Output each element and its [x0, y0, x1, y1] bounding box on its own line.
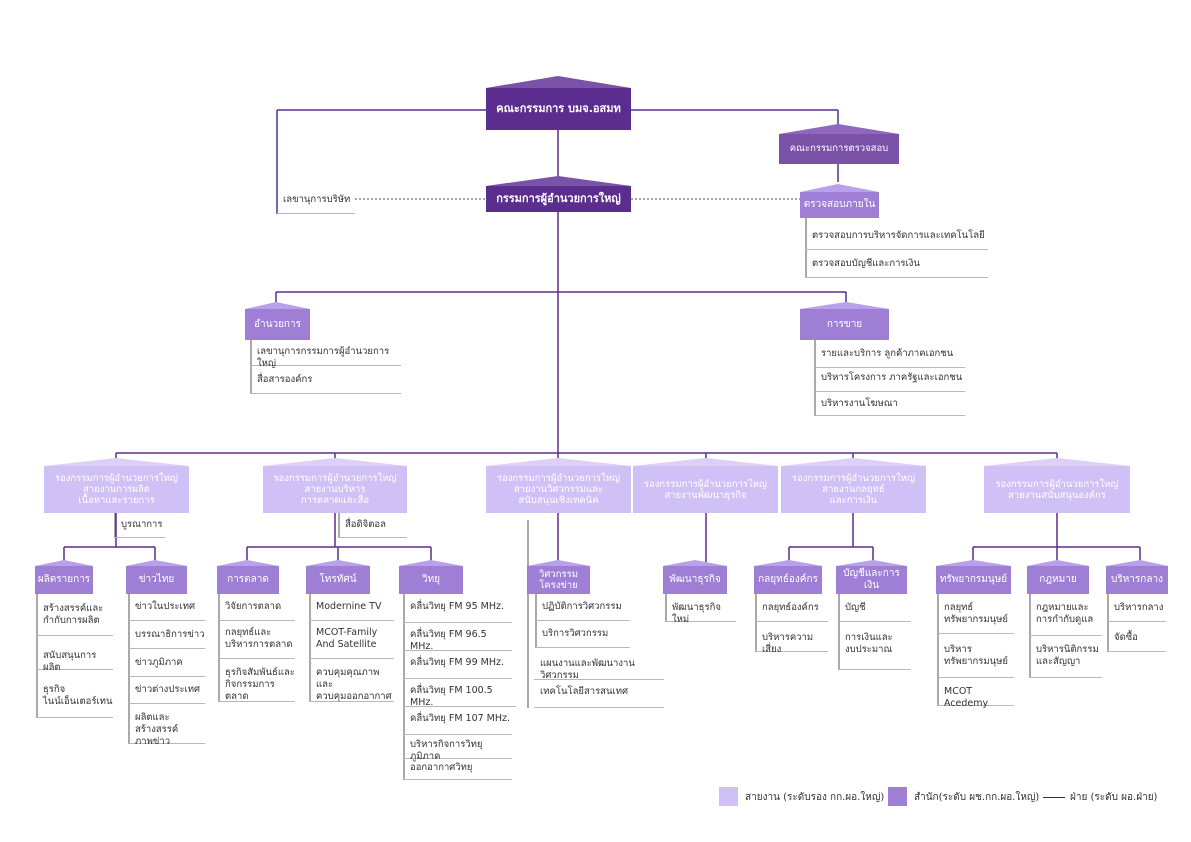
division-item: กลยุทธ์ ทรัพยากรมนุษย์: [938, 602, 1014, 634]
office-finance: บัญชีและการเงิน: [836, 566, 907, 594]
president-box: กรรมการผู้อำนวยการใหญ่: [486, 186, 631, 212]
administration-item: เลขานุการกรรมการผู้อำนวยการใหญ่: [251, 346, 401, 369]
legend-line-label: สายงาน (ระดับรอง กก.ผอ.ใหญ่): [745, 792, 885, 803]
office-bizdev: พัฒนาธุรกิจ: [663, 566, 727, 594]
vp-subitem: บูรณาการ: [115, 519, 165, 538]
division-item: แผนงานและพัฒนางานวิศวกรรม: [534, 658, 664, 681]
office-legal: กฎหมาย: [1027, 566, 1089, 594]
vp-engineering: รองกรรมการผู้อำนวยการใหญ่ สายงานวิศวกรรม…: [486, 466, 631, 513]
division-item: จัดซื้อ: [1108, 632, 1166, 652]
legend-division-swatch: [1043, 797, 1065, 798]
division-item: ธุรกิจสัมพันธ์และ กิจกรรมการตลาด: [219, 667, 295, 702]
division-item: บัญชี: [839, 602, 911, 622]
division-item: พัฒนาธุรกิจใหม่: [666, 602, 736, 625]
box-caps: [35, 76, 1168, 566]
office-engineering: วิศวกรรม โครงข่าย: [527, 566, 590, 594]
audit-committee-box: คณะกรรมการตรวจสอบ: [779, 134, 899, 164]
sales-box: การขาย: [800, 309, 889, 340]
division-item: กฎหมายและ การกำกับดูแล: [1030, 602, 1102, 636]
office-general: บริหารกลาง: [1106, 566, 1168, 594]
division-item: การเงินและ งบประมาณ: [839, 632, 911, 670]
sales-item: รายและบริการ ลูกค้าภาคเอกชน: [815, 348, 965, 368]
division-item: คลื่นวิทยุ FM 100.5 MHz.: [404, 685, 516, 708]
office-production: ผลิตรายการ: [35, 566, 93, 594]
division-item: กลยุทธ์และ บริหารการตลาด: [219, 627, 295, 659]
vp-strategy: รองกรรมการผู้อำนวยการใหญ่ สายงานกลยุทธ์ …: [781, 466, 926, 513]
office-strategy: กลยุทธ์องค์กร: [754, 566, 822, 594]
division-item: คลื่นวิทยุ FM 107 MHz.: [404, 713, 512, 735]
division-item: บรรณาธิการข่าว: [129, 629, 205, 649]
audit-item: ตรวจสอบการบริหารจัดการและเทคโนโลยี: [806, 230, 988, 250]
division-item: กลยุทธ์องค์กร: [756, 602, 828, 622]
office-marketing: การตลาด: [217, 566, 279, 594]
office-tv: โทรทัศน์: [306, 566, 370, 594]
division-item: ปฏิบัติการวิศวกรรม: [536, 601, 630, 621]
office-news: ข่าวไทย: [126, 566, 187, 594]
division-item: บริหาร ทรัพยากรมนุษย์: [938, 644, 1014, 678]
division-item: สร้างสรรค์และ กำกับการผลิต: [37, 603, 113, 636]
company-secretary: เลขานุการบริษัท: [277, 194, 355, 214]
division-item: เทคโนโลยีสารสนเทศ: [534, 686, 664, 708]
board-box: คณะกรรมการ บมจ.อสมท: [486, 88, 631, 130]
internal-audit-box: ตรวจสอบภายใน: [800, 192, 879, 218]
division-item: Modernine TV: [310, 601, 394, 621]
vp-production: รองกรรมการผู้อำนวยการใหญ่ สายงานการผลิต …: [44, 466, 189, 513]
office-hr: ทรัพยากรมนุษย์: [936, 566, 1011, 594]
vp-marketing: รองกรรมการผู้อำนวยการใหญ่ สายงานบริหาร ก…: [263, 466, 407, 513]
division-item: คลื่นวิทยุ FM 99 MHz.: [404, 657, 512, 679]
division-item: วิจัยการตลาด: [219, 601, 295, 621]
vp-support: รองกรรมการผู้อำนวยการใหญ่ สายงานสนับสนุน…: [984, 466, 1130, 513]
vp-bizdev: รองกรรมการผู้อำนวยการใหญ่ สายงานพัฒนาธุร…: [633, 466, 778, 513]
division-item: บริหารกิจการวิทยุภูมิภาค: [404, 739, 512, 762]
division-item: บริหารความเสี่ยง: [756, 632, 828, 655]
division-item: บริหารนิติกรรม และสัญญา: [1030, 644, 1102, 678]
administration-box: อำนวยการ: [245, 309, 310, 340]
legend-line-swatch: [719, 787, 738, 806]
audit-item: ตรวจสอบบัญชีและการเงิน: [806, 258, 988, 278]
legend-office-label: สำนัก(ระดับ ผช.กก.ผอ.ใหญ่): [914, 792, 1040, 803]
administration-item: สื่อสารองค์กร: [251, 374, 401, 394]
office-radio: วิทยุ: [399, 566, 463, 594]
division-item: คลื่นวิทยุ FM 95 MHz.: [404, 601, 512, 623]
sales-item: บริหารโครงการ ภาครัฐและเอกชน: [815, 372, 965, 392]
division-item: บริการวิศวกรรม: [536, 628, 630, 648]
vp-subitem: สื่อดิจิตอล: [339, 519, 407, 538]
division-item: MCOT-Family And Satellite: [310, 627, 394, 659]
division-item: ออกอากาศวิทยุ: [404, 762, 512, 780]
division-item: ธุรกิจ ไนน์เอ็นเตอร์เทน: [37, 684, 113, 718]
division-item: บริหารกลาง: [1108, 602, 1166, 622]
division-item: คลื่นวิทยุ FM 96.5 MHz.: [404, 629, 512, 652]
division-item: ข่าวภูมิภาค: [129, 657, 205, 677]
legend-division-label: ฝ่าย (ระดับ ผอ.ฝ่าย): [1070, 792, 1158, 803]
division-item: สนับสนุนการผลิต: [37, 650, 113, 673]
division-item: ควบคุมคุณภาพและ ควบคุมออกอากาศ: [310, 667, 394, 702]
division-item: ผลิตและสร้างสรรค์ ภาพข่าว: [129, 712, 205, 747]
division-item: ข่าวในประเทศ: [129, 601, 205, 621]
legend-office-swatch: [888, 787, 907, 806]
division-item: MCOT Acedemy: [938, 686, 1014, 709]
division-item: ข่าวต่างประเทศ: [129, 684, 205, 704]
sales-item: บริหารงานโฆษณา: [815, 398, 965, 416]
